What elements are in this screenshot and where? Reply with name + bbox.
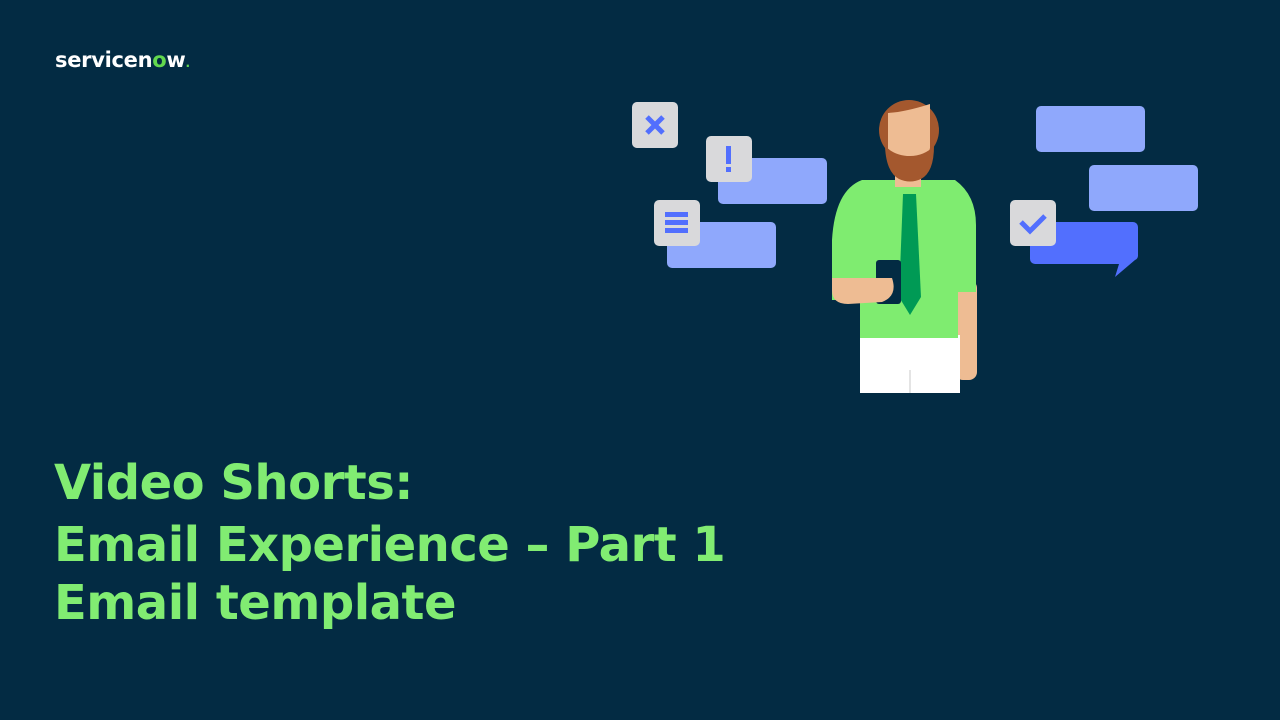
check-icon	[1019, 214, 1047, 235]
right-message-group	[1010, 106, 1198, 277]
message-bubble	[1089, 165, 1198, 211]
episode-subtitle: Email template	[54, 575, 457, 631]
left-message-group	[632, 102, 827, 268]
episode-title: Email Experience – Part 1	[54, 517, 726, 573]
check-tile	[1010, 200, 1056, 246]
close-icon	[645, 115, 665, 135]
beard	[885, 146, 934, 182]
hand	[832, 278, 894, 304]
exclamation-icon	[726, 146, 731, 172]
tie	[899, 194, 921, 315]
logo-mark: .	[185, 56, 190, 70]
message-bubble	[1036, 106, 1145, 152]
logo-text-prefix: servicen	[55, 48, 153, 72]
title-block: Video Shorts: Email Experience – Part 1 …	[54, 452, 726, 632]
logo-text-o: o	[152, 48, 167, 72]
servicenow-logo: servicenow.	[55, 48, 190, 72]
series-title: Video Shorts:	[54, 455, 413, 511]
man-with-phone	[832, 100, 977, 393]
face	[888, 104, 930, 170]
list-icon	[665, 212, 688, 233]
message-bubble-active	[1030, 222, 1138, 277]
logo-text-suffix: w	[166, 48, 186, 72]
